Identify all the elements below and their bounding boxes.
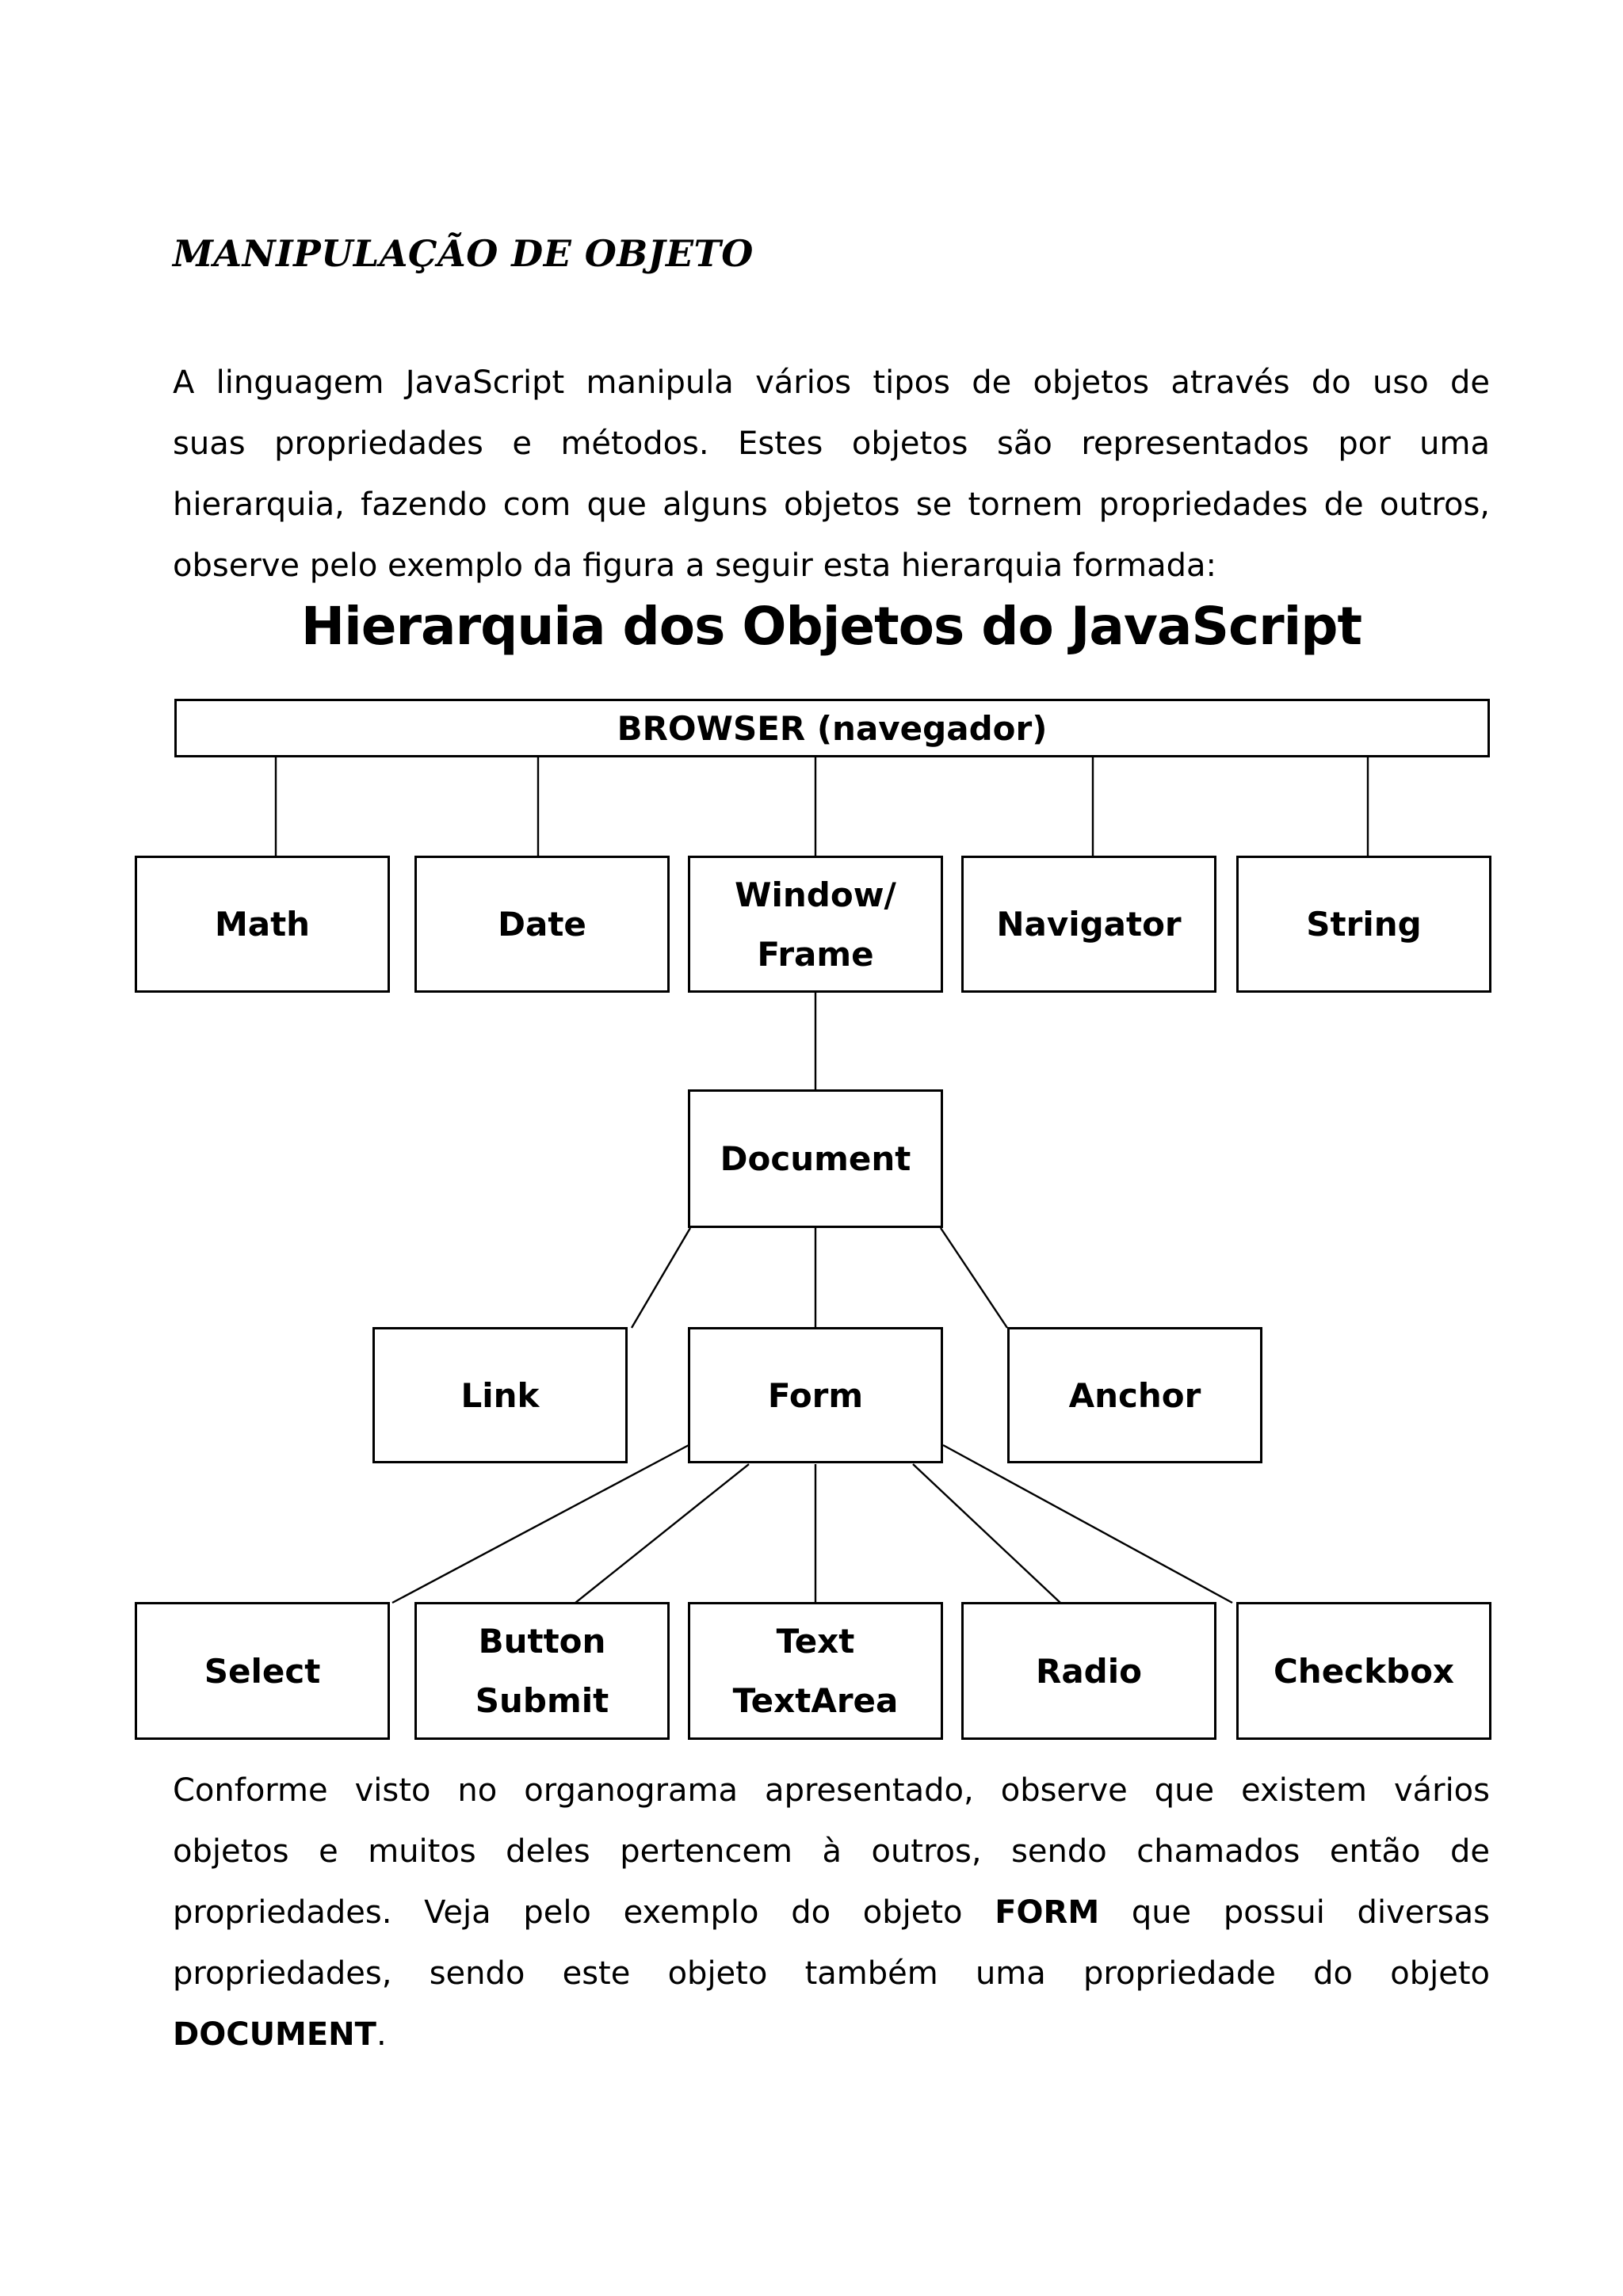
diagram-node-select: Select — [135, 1602, 390, 1740]
node-label: Math — [214, 905, 311, 944]
node-label-line: TextArea — [732, 1681, 899, 1720]
intro-paragraph: A linguagem JavaScript manipula vários t… — [173, 353, 1490, 597]
diagram-heading: Hierarquia dos Objetos do JavaScript — [300, 596, 1362, 657]
diagram-node-string: String — [1236, 856, 1491, 993]
node-label: Date — [498, 905, 586, 944]
bold-text-document: DOCUMENT — [173, 2016, 376, 2053]
diagram-node-browser: BROWSER (navegador) — [174, 699, 1490, 757]
text-segment: . — [376, 2016, 387, 2053]
paragraph-line: hierarquia, fazendo com que alguns objet… — [173, 486, 1490, 523]
node-label: Anchor — [1068, 1375, 1201, 1415]
node-label: Navigator — [996, 905, 1182, 944]
page-title: MANIPULAÇÃO DE OBJETO — [173, 232, 754, 275]
node-label-line: Window/ — [735, 875, 896, 914]
diagram-node-date: Date — [414, 856, 670, 993]
diagram-node-text-textarea: Text TextArea — [688, 1602, 943, 1740]
node-label: Form — [767, 1375, 864, 1415]
paragraph-line: A linguagem JavaScript manipula vários t… — [173, 364, 1490, 401]
paragraph-line: propriedades. Veja pelo exemplo do objet… — [173, 1882, 1490, 1943]
node-label-line: Text — [776, 1622, 855, 1661]
connector-line — [912, 1463, 1061, 1604]
node-label: Select — [204, 1651, 321, 1691]
connector-line — [630, 1227, 692, 1329]
paragraph-line: DOCUMENT. — [173, 2004, 1490, 2065]
closing-paragraph: Conforme visto no organograma apresentad… — [173, 1760, 1490, 2065]
text-segment: propriedades. Veja pelo exemplo do objet… — [173, 1894, 995, 1931]
diagram-node-link: Link — [372, 1327, 628, 1463]
diagram-node-math: Math — [135, 856, 390, 993]
diagram-node-navigator: Navigator — [961, 856, 1216, 993]
connector-line — [942, 1444, 1233, 1604]
node-label: Document — [720, 1139, 911, 1178]
paragraph-line: Conforme visto no organograma apresentad… — [173, 1772, 1490, 1809]
connector-line — [391, 1443, 691, 1604]
paragraph-line: objetos e muitos deles pertencem à outro… — [173, 1833, 1490, 1870]
paragraph-line: propriedades, sendo este objeto também u… — [173, 1955, 1490, 1992]
diagram-node-checkbox: Checkbox — [1236, 1602, 1491, 1740]
node-label-line: Submit — [475, 1681, 609, 1720]
diagram-node-anchor: Anchor — [1007, 1327, 1262, 1463]
node-label: String — [1306, 905, 1422, 944]
paragraph-line: suas propriedades e métodos. Estes objet… — [173, 425, 1490, 462]
node-label-line: Button — [478, 1622, 606, 1661]
connector-line — [575, 1463, 750, 1604]
node-label: Radio — [1036, 1651, 1142, 1691]
diagram-node-radio: Radio — [961, 1602, 1216, 1740]
diagram-node-window-frame: Window/ Frame — [688, 856, 943, 993]
text-segment: que possui diversas — [1099, 1894, 1490, 1931]
node-label: Checkbox — [1273, 1651, 1455, 1691]
diagram-node-document: Document — [688, 1089, 943, 1228]
bold-text-form: FORM — [995, 1894, 1100, 1931]
node-label: BROWSER (navegador) — [617, 708, 1048, 748]
diagram-node-form: Form — [688, 1327, 943, 1463]
paragraph-line: observe pelo exemplo da figura a seguir … — [173, 547, 1216, 584]
diagram-node-button-submit: Button Submit — [414, 1602, 670, 1740]
node-label-line: Frame — [757, 934, 874, 974]
connector-line — [940, 1227, 1008, 1329]
node-label: Link — [460, 1375, 540, 1415]
